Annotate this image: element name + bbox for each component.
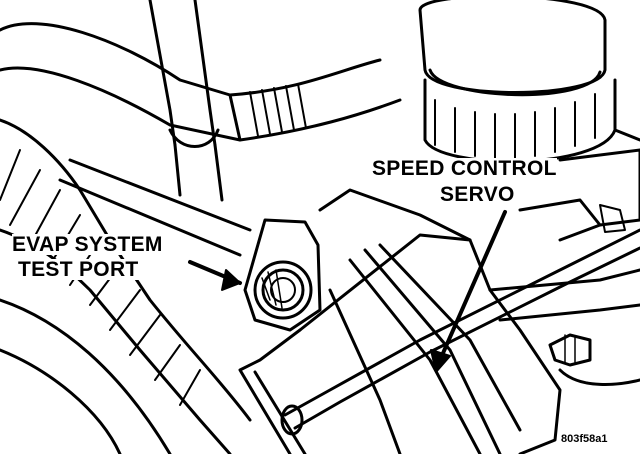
vertical-pipe: [148, 0, 224, 202]
servo-leader-arrow: [430, 210, 507, 373]
mounting-bracket: [518, 148, 640, 242]
servo-callout-line1: SPEED CONTROL: [372, 157, 557, 180]
left-ribbed-duct: [0, 118, 252, 454]
reservoir-cap: [418, 0, 640, 163]
upper-left-hose: [0, 22, 402, 142]
evap-callout-line1: EVAP SYSTEM: [12, 233, 163, 256]
evap-leader-arrow: [188, 260, 242, 291]
test-port-fitting: [243, 218, 322, 332]
servo-cable: [280, 228, 640, 436]
servo-body: [238, 188, 640, 454]
servo-callout-line2: SERVO: [440, 183, 515, 206]
bolt: [548, 333, 640, 386]
diagonal-strut: [58, 158, 252, 257]
figure-reference-code: 803f58a1: [560, 433, 609, 445]
evap-callout-line2: TEST PORT: [18, 258, 139, 281]
